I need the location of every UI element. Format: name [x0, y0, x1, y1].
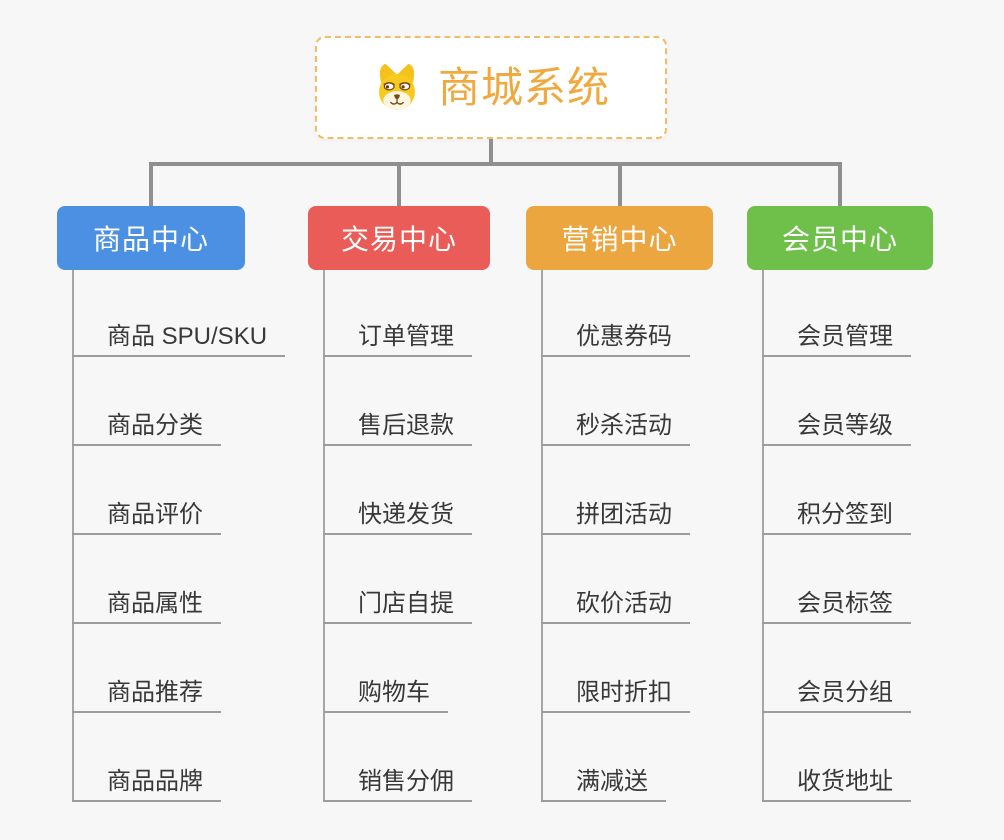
- mindmap-item-marketing-center-1[interactable]: 优惠券码: [541, 312, 690, 357]
- item-label: 砍价活动: [576, 589, 672, 617]
- item-label: 门店自提: [358, 589, 454, 617]
- connector-branch-drop: [149, 166, 153, 206]
- dog-face-icon: [372, 62, 422, 114]
- connector-branch-drop: [838, 166, 842, 206]
- item-label: 商品分类: [107, 411, 203, 439]
- item-label: 满减送: [576, 767, 648, 795]
- item-label: 商品属性: [107, 589, 203, 617]
- mindmap-item-member-center-2[interactable]: 会员等级: [762, 401, 911, 446]
- root-label: 商城系统: [437, 63, 610, 111]
- mindmap-item-product-center-3[interactable]: 商品评价: [72, 490, 221, 535]
- connector-branch-trunk: [72, 270, 74, 802]
- branch-node-member-center[interactable]: 会员中心: [747, 206, 933, 270]
- mindmap-item-product-center-6[interactable]: 商品品牌: [72, 757, 221, 802]
- item-label: 销售分佣: [358, 767, 454, 795]
- connector-bus: [149, 162, 842, 166]
- branch-label: 会员中心: [781, 224, 898, 255]
- item-label: 商品评价: [107, 500, 203, 528]
- branch-label: 交易中心: [340, 224, 457, 255]
- item-label: 订单管理: [358, 322, 454, 350]
- item-label: 购物车: [358, 678, 430, 706]
- mindmap-item-product-center-4[interactable]: 商品属性: [72, 579, 221, 624]
- mindmap-item-marketing-center-5[interactable]: 限时折扣: [541, 668, 690, 713]
- item-label: 会员等级: [797, 411, 893, 439]
- item-label: 积分签到: [797, 500, 893, 528]
- item-label: 收货地址: [797, 767, 893, 795]
- item-label: 会员分组: [797, 678, 893, 706]
- branch-node-product-center[interactable]: 商品中心: [57, 206, 245, 270]
- item-label: 会员标签: [797, 589, 893, 617]
- mindmap-item-trade-center-3[interactable]: 快递发货: [323, 490, 472, 535]
- item-label: 商品 SPU/SKU: [107, 322, 268, 350]
- mindmap-item-trade-center-2[interactable]: 售后退款: [323, 401, 472, 446]
- connector-root-drop: [489, 139, 493, 166]
- item-label: 限时折扣: [576, 678, 672, 706]
- root-node[interactable]: 商城系统: [315, 36, 667, 139]
- connector-branch-drop: [617, 166, 622, 206]
- mindmap-item-marketing-center-6[interactable]: 满减送: [541, 757, 666, 802]
- mindmap-item-member-center-4[interactable]: 会员标签: [762, 579, 911, 624]
- mindmap-item-product-center-1[interactable]: 商品 SPU/SKU: [72, 312, 286, 357]
- mindmap-item-member-center-6[interactable]: 收货地址: [762, 757, 911, 802]
- mindmap-item-member-center-1[interactable]: 会员管理: [762, 312, 911, 357]
- mindmap-item-trade-center-1[interactable]: 订单管理: [323, 312, 472, 357]
- mindmap-item-marketing-center-3[interactable]: 拼团活动: [541, 490, 690, 535]
- connector-branch-trunk: [323, 270, 325, 802]
- mindmap-item-trade-center-5[interactable]: 购物车: [323, 668, 448, 713]
- item-label: 商品品牌: [107, 767, 203, 795]
- item-label: 秒杀活动: [576, 411, 672, 439]
- item-label: 拼团活动: [576, 500, 672, 528]
- mindmap-item-product-center-2[interactable]: 商品分类: [72, 401, 221, 446]
- mindmap-item-marketing-center-2[interactable]: 秒杀活动: [541, 401, 690, 446]
- branch-label: 营销中心: [561, 224, 678, 255]
- mindmap-item-product-center-5[interactable]: 商品推荐: [72, 668, 221, 713]
- mindmap-item-member-center-5[interactable]: 会员分组: [762, 668, 911, 713]
- connector-branch-trunk: [762, 270, 764, 802]
- mindmap-item-trade-center-4[interactable]: 门店自提: [323, 579, 472, 624]
- mindmap-item-member-center-3[interactable]: 积分签到: [762, 490, 911, 535]
- connector-branch-drop: [397, 166, 401, 206]
- item-label: 会员管理: [797, 322, 893, 350]
- connector-branch-trunk: [541, 270, 543, 802]
- mindmap-item-marketing-center-4[interactable]: 砍价活动: [541, 579, 690, 624]
- mindmap-item-trade-center-6[interactable]: 销售分佣: [323, 757, 472, 802]
- branch-node-trade-center[interactable]: 交易中心: [308, 206, 490, 270]
- item-label: 售后退款: [358, 411, 454, 439]
- branch-label: 商品中心: [92, 224, 209, 255]
- branch-node-marketing-center[interactable]: 营销中心: [526, 206, 713, 270]
- item-label: 快递发货: [358, 500, 454, 528]
- item-label: 商品推荐: [107, 678, 203, 706]
- item-label: 优惠券码: [576, 322, 672, 350]
